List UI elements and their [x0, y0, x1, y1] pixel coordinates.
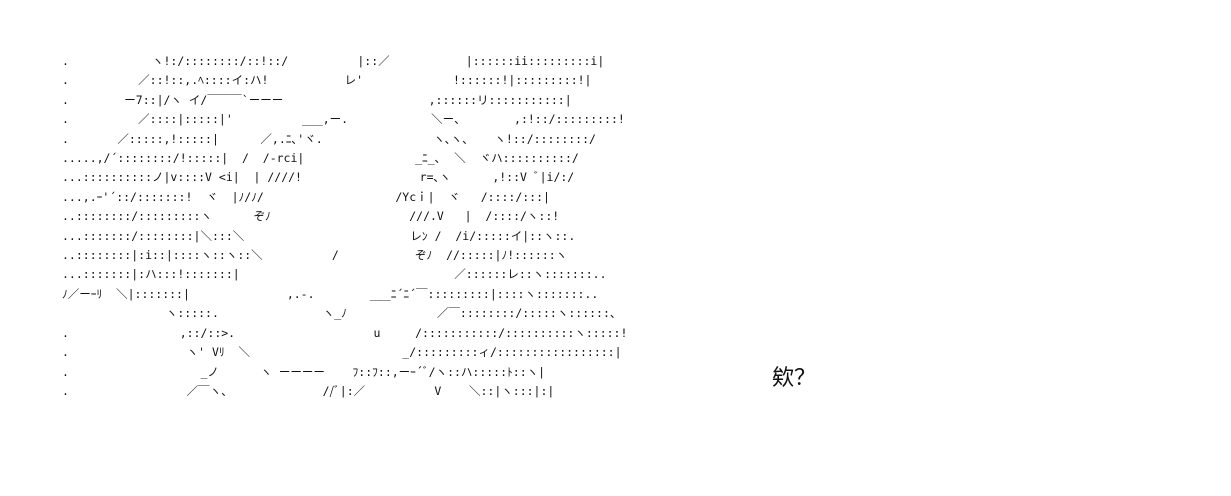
art-line: ..::::::::|:i::|::::ヽ::ヽ::＼ / ぞﾉ //:::::… [62, 248, 568, 263]
art-line: . ／:::::,!:::::| ／,.ﾆ､'ヾ. ヽ､ヽ、 ヽ!::/::::… [62, 131, 596, 146]
ascii-art-figure: . ヽ!:/::::::::/::!::/ |::／ |::::::ii::::… [62, 52, 627, 401]
art-line: . ／::::|:::::|' ___,ー. ＼ー、 ,:!::/:::::::… [62, 112, 625, 127]
art-line: ..::::::::/:::::::::ヽ ぞﾉ ///.V | /::::/ヽ… [62, 209, 560, 224]
art-line: . ／￣ヽ、 //ﾞ|:／ V ＼::|ヽ:::|:| [62, 383, 555, 398]
art-line: ...:::::::/::::::::|＼:::＼ レﾝ / /i/:::::イ… [62, 228, 576, 243]
art-line: ...:::::::|:ハ:::!:::::::| ／::::::レ::ヽ:::… [62, 267, 607, 282]
art-line: ...,.ｰ'´::/:::::::! ヾ |ﾉ/ﾉ/ /Ycｉ| ヾ /:::… [62, 189, 550, 204]
art-line: ﾉ／ーｰﾘ ＼|:::::::| ,.-. ___ﾆ´ﾆ´￣:::::::::|… [62, 286, 599, 301]
art-line: . _ノ ヽ ーーーー ﾌ::ﾌ::,ーｰ´ﾞ/ヽ::ハ:::::ﾄ::ヽ| [62, 364, 546, 379]
art-line: . ヽ!:/::::::::/::!::/ |::／ |::::::ii::::… [62, 54, 605, 68]
art-line: ヽ:::::. ヽ_ﾉ ／￣::::::::/:::::ヽ::::::、 [62, 306, 622, 321]
art-line: ...::::::::::ノ|v::::V <i| | ////! r=､ヽ ,… [62, 170, 575, 185]
art-line: . ー7::|/ヽ イ/￣￣￣`ーーー ,::::::リ:::::::::::| [62, 92, 572, 107]
art-line: . ,::/::>. u /:::::::::::/::::::::::ヽ:::… [62, 325, 628, 340]
speech-text: 欸？ [772, 366, 817, 391]
art-line: . ／::!::,.ﾍ::::イ:ハ! レ' !::::::!|::::::::… [62, 73, 592, 88]
art-line: . ヽ' Vﾘ ＼ _/:::::::::ィ/:::::::::::::::::… [62, 345, 622, 360]
art-line: .....,/´::::::::/!:::::| / /-rci| _ﾆ_､ ＼… [62, 151, 579, 166]
